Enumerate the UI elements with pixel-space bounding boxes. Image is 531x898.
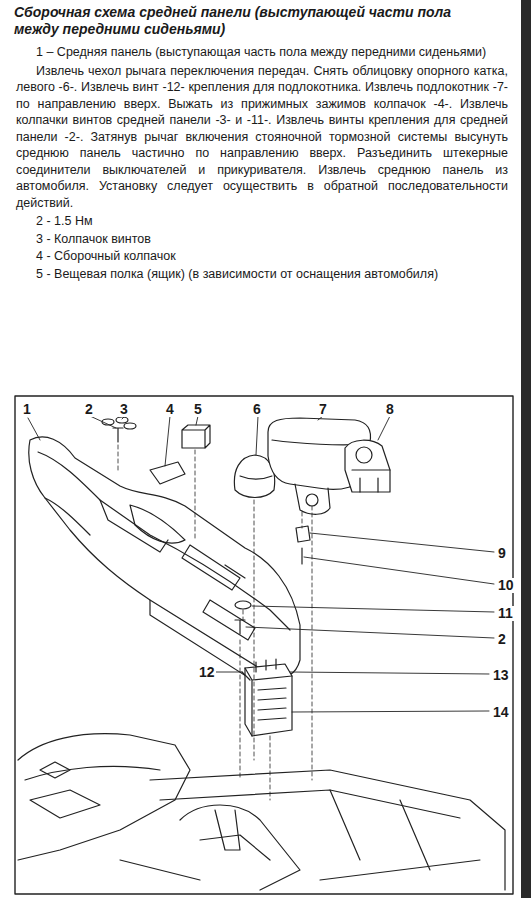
instruction-paragraph: Извлечь чехол рычага переключения переда…	[16, 63, 508, 212]
body-text: 1 – Средняя панель (выступающая часть по…	[16, 44, 508, 283]
callout-number: 5	[193, 402, 203, 417]
callout-number: 8	[385, 402, 395, 417]
callout-number: 6	[252, 402, 262, 417]
callout-number: 11	[497, 606, 514, 621]
legend-item: 5 - Вещевая полка (ящик) (в зависимости …	[16, 266, 508, 283]
legend-item: 2 - 1.5 Нм	[16, 213, 508, 230]
instruction-paragraph: 1 – Средняя панель (выступающая часть по…	[16, 44, 508, 61]
callout-number: 14	[492, 705, 510, 720]
callout-number: 2	[497, 632, 507, 647]
callout-number: 10	[497, 578, 515, 593]
callout-number: 2	[84, 402, 94, 417]
callout-number: 13	[492, 668, 510, 683]
callout-number: 12	[198, 665, 216, 680]
callout-number: 7	[318, 402, 328, 417]
callout-number: 4	[165, 402, 175, 417]
legend-item: 4 - Сборочный колпачок	[16, 248, 508, 265]
legend-item: 3 - Колпачок винтов	[16, 231, 508, 248]
callout-number: 9	[497, 546, 507, 561]
callout-number: 3	[119, 402, 129, 417]
page-title: Сборочная схема средней панели (выступаю…	[14, 4, 484, 38]
callout-number: 1	[22, 402, 32, 417]
